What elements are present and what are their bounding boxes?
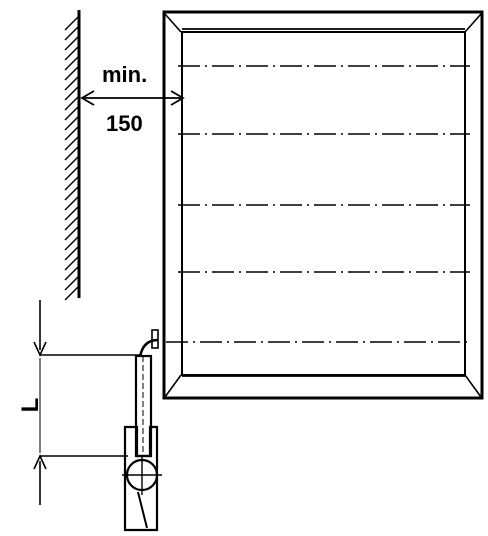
hatch-stroke: [64, 65, 80, 81]
hatch-stroke: [64, 245, 80, 261]
blade-axes: [166, 65, 470, 343]
actuator-lever: [137, 491, 148, 529]
corner-tr: [464, 13, 482, 33]
hatch-stroke: [64, 265, 80, 281]
arrow-left-icon: [80, 90, 95, 106]
hatch-stroke: [64, 115, 80, 131]
inner-frame: [181, 31, 466, 376]
actuator-clip: [151, 329, 159, 349]
arrow-right-icon: [170, 90, 185, 106]
hatch-stroke: [64, 35, 80, 51]
hatch-stroke: [64, 255, 80, 271]
hatch-stroke: [64, 275, 80, 291]
hatch-stroke: [64, 205, 80, 221]
hatch-stroke: [64, 285, 80, 301]
hatch-stroke: [64, 75, 80, 91]
length-dimension: L: [17, 300, 142, 505]
hatch-stroke: [64, 145, 80, 161]
hatch-stroke: [64, 225, 80, 241]
hatch-stroke: [64, 45, 80, 61]
hatch-stroke: [64, 165, 80, 181]
hatch-stroke: [64, 85, 80, 101]
length-label: L: [17, 398, 44, 413]
corner-br: [464, 374, 482, 398]
actuator-body: [123, 425, 159, 532]
outer-frame: [162, 10, 484, 400]
hatch-stroke: [64, 125, 80, 141]
hatch-stroke: [64, 95, 80, 111]
clearance-dimension: min. 150: [80, 62, 185, 136]
damper-panel: [162, 10, 484, 400]
hatch-stroke: [64, 25, 80, 41]
hatch-stroke: [64, 235, 80, 251]
hatch-stroke: [64, 195, 80, 211]
hatch-stroke: [64, 215, 80, 231]
hatch-stroke: [64, 185, 80, 201]
hatch-stroke: [64, 175, 80, 191]
hatch-stroke: [64, 135, 80, 151]
hatch-stroke: [64, 55, 80, 71]
hatch-stroke: [64, 15, 80, 31]
actuator: [122, 329, 162, 532]
corner-tl: [164, 13, 182, 33]
hatch-stroke: [64, 105, 80, 121]
wall: [64, 10, 81, 301]
hatch-stroke: [64, 155, 80, 171]
corner-bl: [164, 374, 182, 398]
clearance-prefix-label: min.: [102, 62, 147, 87]
clearance-value-label: 150: [106, 111, 143, 136]
wall-hatching: [64, 15, 80, 301]
